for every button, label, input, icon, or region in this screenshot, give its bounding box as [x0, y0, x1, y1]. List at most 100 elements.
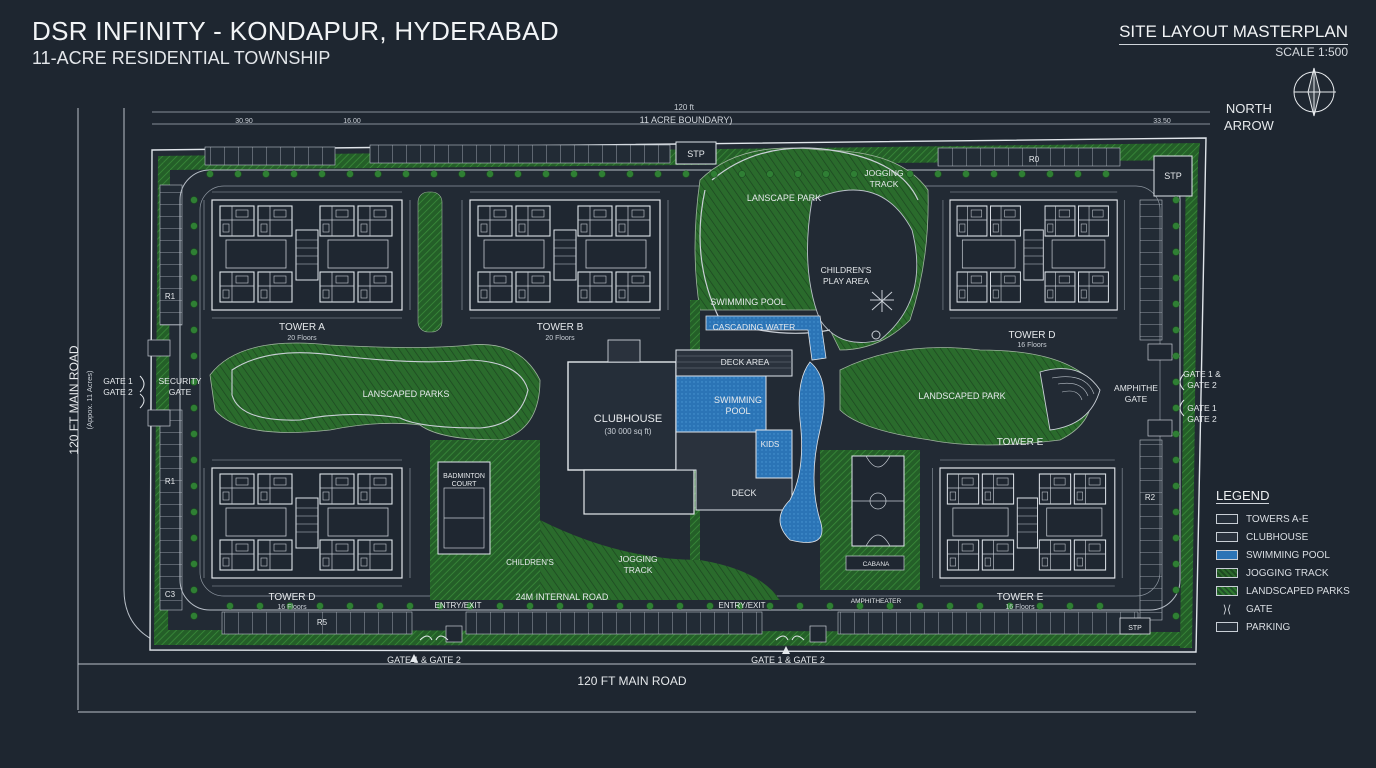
plan-labels: TOWER A 20 Floors TOWER B 20 Floors TOWE…: [103, 149, 1221, 688]
label-tower-b: TOWER B: [537, 322, 584, 333]
tree-icon: [1074, 170, 1082, 178]
tree-icon: [1172, 196, 1180, 204]
tree-icon: [190, 586, 198, 594]
tree-icon: [190, 300, 198, 308]
gate-icon: ⟩⟨: [1222, 603, 1232, 616]
label-badminton-1: BADMINTON: [443, 473, 485, 480]
label-security-gate-2: GATE: [169, 387, 192, 397]
legend-label-pool: SWIMMING POOL: [1246, 549, 1330, 561]
tree-icon: [1172, 612, 1180, 620]
label-entry-exit-right: ENTRY/EXIT: [719, 601, 766, 610]
tree-icon: [1172, 508, 1180, 516]
legend-item-towers: TOWERS A-E: [1216, 510, 1366, 528]
label-swimming-1: SWIMMING: [714, 395, 762, 405]
cascading-water-stream: [779, 361, 825, 543]
tree-icon: [346, 602, 354, 610]
tree-icon: [934, 170, 942, 178]
tree-icon: [286, 602, 294, 610]
tree-icon: [318, 170, 326, 178]
basketball-key-bottom: [865, 534, 891, 547]
tree-icon: [1172, 404, 1180, 412]
label-tower-e-bottom: TOWER E: [997, 592, 1044, 603]
gate-icon-left[interactable]: [139, 375, 145, 409]
cascading-water-top: [705, 315, 827, 361]
tree-icon: [856, 602, 864, 610]
tree-icon: [190, 430, 198, 438]
tower-a-block[interactable]: [204, 192, 410, 318]
tree-icon: [826, 602, 834, 610]
legend-item-gate: ⟩⟨GATE: [1216, 600, 1366, 618]
north-arrow-icon: [1293, 67, 1336, 117]
tower-d-bottom-block[interactable]: [204, 460, 410, 586]
dim-seg-b: 16.00: [343, 118, 361, 125]
tree-icon: [766, 170, 774, 178]
label-amphitheater-bottom: AMPHITHEATER: [851, 598, 902, 605]
tree-icon: [1066, 602, 1074, 610]
service-box-right-2: [1147, 419, 1173, 437]
dim-boundary-label: 11 ACRE BOUNDARY): [640, 115, 733, 125]
tree-icon: [962, 170, 970, 178]
legend-label-parking: PARKING: [1246, 621, 1291, 633]
tree-icon: [436, 602, 444, 610]
label-tower-d-bottom: TOWER D: [268, 592, 315, 603]
tree-icon: [598, 170, 606, 178]
label-c3: C3: [165, 590, 176, 599]
label-gate-right-top-2: GATE 2: [1187, 380, 1217, 390]
tree-icon: [262, 170, 270, 178]
label-entry-exit-left: ENTRY/EXIT: [435, 601, 482, 610]
parking-bottom-right: [837, 611, 1139, 635]
label-internal-road: 24M INTERNAL ROAD: [516, 592, 609, 602]
gate-icon-bottom-left[interactable]: [419, 635, 449, 641]
label-gate-bottom-left: GATE 1 & GATE 2: [387, 655, 461, 665]
tree-icon: [990, 170, 998, 178]
label-cascading-water: CASCADING WATER: [713, 322, 796, 332]
tree-icon: [402, 170, 410, 178]
legend-label-parks: LANDSCAPED PARKS: [1246, 585, 1350, 597]
green-bottom-mid: [540, 520, 780, 600]
tree-icon: [1172, 300, 1180, 308]
tree-icon: [654, 170, 662, 178]
parking-right-lower: [1139, 439, 1163, 621]
gate-icon-right[interactable]: [1179, 373, 1185, 417]
north-label-line1: NORTH: [1225, 101, 1272, 116]
label-cabana: CABANA: [863, 561, 890, 568]
tower-b-block[interactable]: [462, 192, 668, 318]
tree-icon: [646, 602, 654, 610]
tree-icon: [190, 534, 198, 542]
tree-icon: [1018, 170, 1026, 178]
tree-icon: [226, 602, 234, 610]
label-gate-bottom-right: GATE 1 & GATE 2: [751, 655, 825, 665]
tree-icon: [766, 602, 774, 610]
tree-icon: [886, 602, 894, 610]
legend-item-jogging: JOGGING TRACK: [1216, 564, 1366, 582]
label-amphitheatre-2: GATE: [1125, 394, 1148, 404]
label-r5: R5: [317, 618, 328, 627]
tree-icon: [190, 196, 198, 204]
tree-icon: [190, 326, 198, 334]
page-title: DSR INFINITY - KONDAPUR, HYDERABAD: [32, 16, 559, 46]
label-landscaped-parks-left: LANSCAPED PARKS: [363, 389, 450, 399]
gate-icon-bottom-right[interactable]: [775, 635, 805, 641]
legend-title: LEGEND: [1216, 488, 1270, 504]
badminton-court: [437, 461, 491, 555]
label-landscape-park-top: LANSCAPE PARK: [747, 193, 821, 203]
label-clubhouse: CLUBHOUSE: [594, 413, 662, 425]
tree-icon: [526, 602, 534, 610]
tree-icon: [374, 170, 382, 178]
label-tower-d-top: TOWER D: [1008, 330, 1055, 341]
tree-icon: [710, 170, 718, 178]
label-r1-a: R1: [165, 292, 176, 301]
tree-icon: [190, 352, 198, 360]
tower-e-bottom-block[interactable]: [933, 460, 1123, 586]
landscaped-park-left: [209, 342, 541, 441]
label-stp-right: STP: [1164, 171, 1182, 181]
tree-icon: [496, 602, 504, 610]
tree-icon: [946, 602, 954, 610]
label-swimming-pool-top: SWIMMING POOL: [710, 297, 786, 307]
tower-d-top-block[interactable]: [943, 192, 1124, 318]
clubhouse-building[interactable]: [567, 361, 677, 471]
tree-icon: [190, 404, 198, 412]
cabana-box: [845, 555, 905, 571]
play-equipment-icon: [870, 290, 894, 340]
label-jogging-bottom-2: TRACK: [624, 565, 653, 575]
